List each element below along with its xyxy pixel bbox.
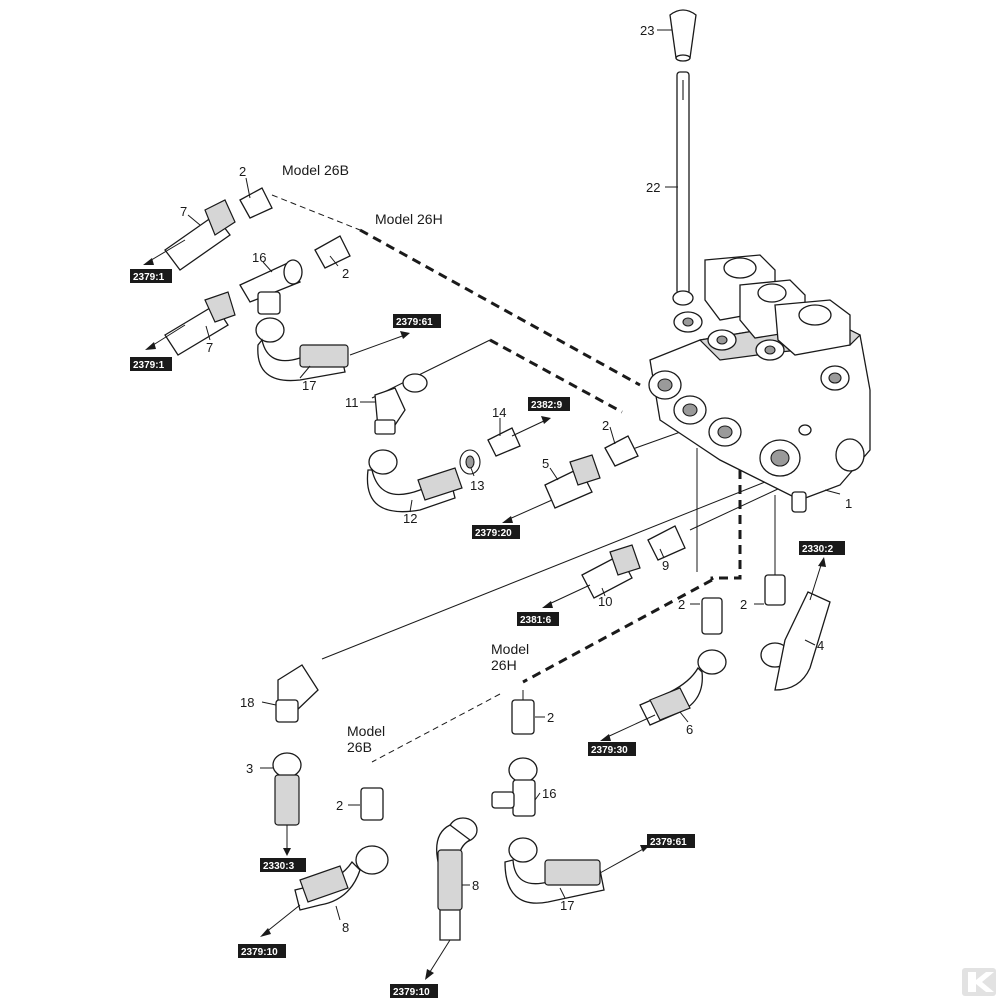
adapter-2-mid [604,435,639,467]
part-number-2-lower-h: 2 [547,710,554,725]
elbow-18 [275,664,319,723]
part-number-2-top: 2 [239,164,246,179]
hose-8-right [436,817,478,941]
svg-text:2379:1: 2379:1 [133,360,165,371]
part-number-7-top: 7 [180,204,187,219]
adapter-2-lower-h [511,699,535,735]
part-number-16-lower: 16 [542,786,556,801]
tee-16-top [239,259,303,315]
svg-text:2379:61: 2379:61 [396,317,433,328]
hose-7-bottom [164,291,236,356]
svg-text:2382:9: 2382:9 [531,400,563,411]
model-26b-label-lower-1: Model [347,723,385,739]
part-number-23: 23 [640,23,654,38]
hose-17-top [255,317,349,382]
connection-lines [321,424,781,702]
adapter-2-top [239,187,273,219]
adapter-2-lower-b [360,787,384,821]
hose-10 [581,544,641,599]
adapter-2-model26h [314,235,351,269]
part-number-14: 14 [492,405,506,420]
part-number-22: 22 [646,180,660,195]
reference-tag-2379-1-a[interactable]: 2379:1 [130,269,172,283]
part-number-18: 18 [240,695,254,710]
model-26h-label-top: Model 26H [375,211,443,227]
reference-tag-2330-3[interactable]: 2330:3 [260,858,306,872]
part-number-13: 13 [470,478,484,493]
adapter-2-right [764,574,786,606]
part-number-7-bottom: 7 [206,340,213,355]
part-number-2-mid: 2 [602,418,609,433]
hose-7-top [164,199,236,271]
reference-tags: 2379:1 2379:1 2379:61 2382:9 2379:20 233… [130,269,845,998]
svg-text:2379:61: 2379:61 [650,837,687,848]
reference-tag-2379-1-b[interactable]: 2379:1 [130,357,172,371]
svg-text:2330:2: 2330:2 [802,544,834,555]
part-number-12: 12 [403,511,417,526]
part-number-17-top: 17 [302,378,316,393]
hose-8-left [294,845,389,911]
model-26b-label-top: Model 26B [282,162,349,178]
part-number-11: 11 [345,395,359,410]
part-number-2-model26h: 2 [342,266,349,281]
model-26h-label-lower-2: 26H [491,657,517,673]
part-number-17-lower: 17 [560,898,574,913]
k-brand-logo-icon [962,968,996,996]
svg-text:2330:3: 2330:3 [263,861,295,872]
part-number-4: 4 [817,638,824,653]
svg-text:2379:10: 2379:10 [393,987,430,998]
part-number-1: 1 [845,496,852,511]
svg-text:2381:6: 2381:6 [520,615,552,626]
reference-tag-2379-30[interactable]: 2379:30 [588,742,636,756]
part-number-16-top: 16 [252,250,266,265]
hose-17-lower [504,837,605,904]
reference-tag-2381-6[interactable]: 2381:6 [517,612,559,626]
reference-tag-2379-10-left[interactable]: 2379:10 [238,944,286,958]
hose-4 [760,591,831,691]
part-number-leaders [187,29,841,921]
adapter-2-lower-right [701,597,723,635]
part-number-8-right: 8 [472,878,479,893]
adapter-9 [647,525,686,561]
hose-5 [544,454,601,509]
part-number-labels: 23 22 1 2 7 16 2 7 17 11 14 2 5 13 12 9 … [180,23,852,935]
part-number-3: 3 [246,761,253,776]
control-valve-body [648,254,871,513]
sleeve-14 [487,427,521,457]
reference-tag-2379-10-right[interactable]: 2379:10 [390,984,438,998]
hose-3 [272,752,302,826]
part-number-5: 5 [542,456,549,471]
hose-6 [639,649,727,726]
reference-tag-2379-61-top[interactable]: 2379:61 [393,314,441,328]
part-number-9: 9 [662,558,669,573]
control-lever [672,71,694,306]
svg-text:2379:30: 2379:30 [591,745,628,756]
svg-text:2379:1: 2379:1 [133,272,165,283]
part-number-2-lower-b: 2 [336,798,343,813]
part-number-2-lower-right: 2 [678,597,685,612]
reference-tag-2330-2[interactable]: 2330:2 [799,541,845,555]
part-number-8-left: 8 [342,920,349,935]
hose-12 [366,449,463,513]
reference-tag-2379-61-lower[interactable]: 2379:61 [647,834,695,848]
svg-text:2379:10: 2379:10 [241,947,278,958]
model-connection-lines [271,194,742,763]
model-26h-label-lower-1: Model [491,641,529,657]
part-number-2-right: 2 [740,597,747,612]
tee-16-lower [491,757,538,817]
reference-tag-2382-9[interactable]: 2382:9 [528,397,570,411]
model-labels: Model 26B Model 26H Model 26H Model 26B [282,162,529,755]
part-number-6: 6 [686,722,693,737]
reference-arrow-lines [143,239,826,980]
part-number-10: 10 [598,594,612,609]
lever-knob [669,9,697,62]
svg-text:2379:20: 2379:20 [475,528,512,539]
reference-tag-2379-20[interactable]: 2379:20 [472,525,520,539]
model-26b-label-lower-2: 26B [347,739,372,755]
clamp-13 [459,449,481,475]
elbow-11 [374,373,428,435]
